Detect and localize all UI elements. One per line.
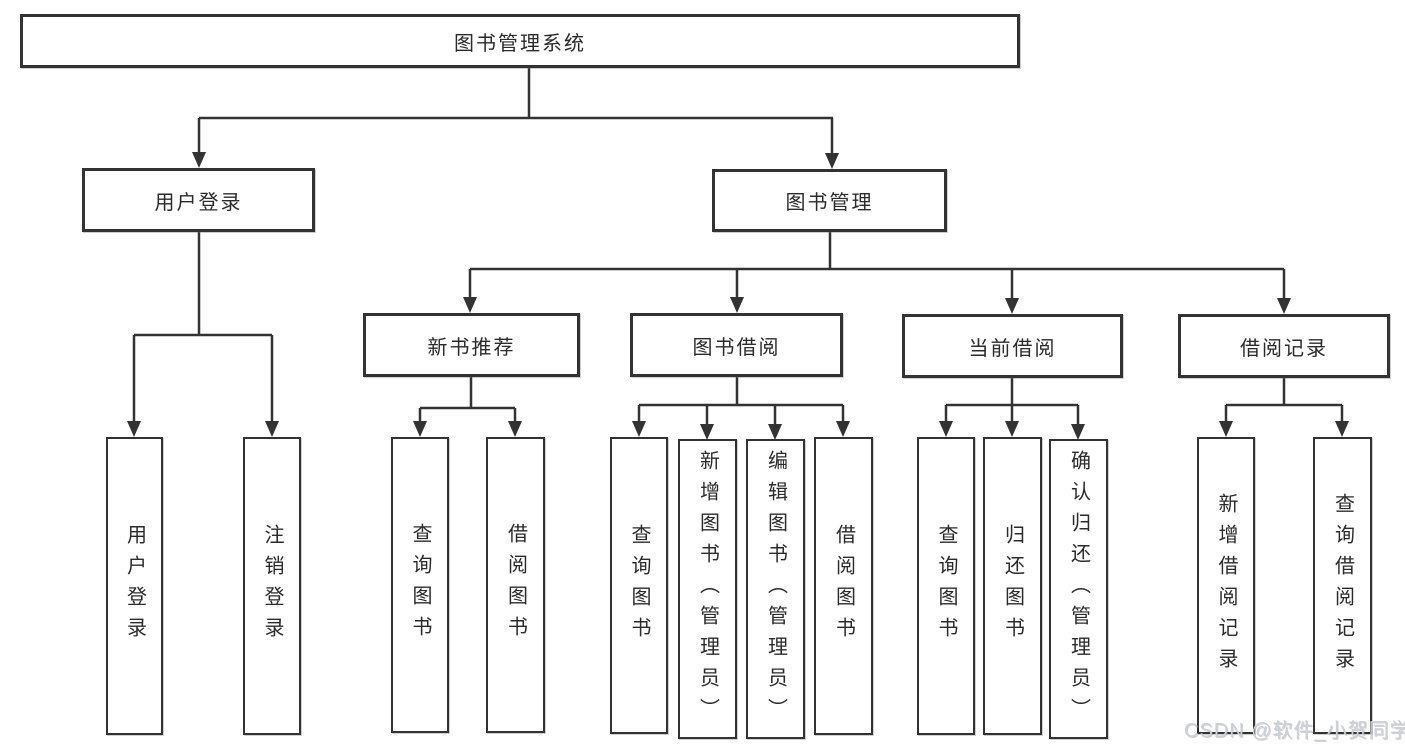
node-label: 查询图书: [409, 523, 431, 647]
connector-arrowheads: [127, 152, 1349, 440]
node-label: 用户登录: [154, 191, 243, 214]
node-label: 编辑图书（管理员）: [764, 449, 787, 729]
node-label: 图书管理: [785, 192, 874, 214]
leaf-edit-books-admin: 编辑图书（管理员）: [746, 439, 805, 739]
node-label: 查询图书: [628, 523, 650, 648]
node-library-management-system: 图书管理系统: [20, 14, 1020, 68]
csdn-watermark: CSDN @软件_小贺同学: [1184, 720, 1405, 742]
node-label: 当前借阅: [968, 337, 1057, 360]
node-book-management: 图书管理: [712, 169, 947, 232]
node-label: 新增借阅记录: [1215, 492, 1237, 679]
node-current-borrowing: 当前借阅: [902, 314, 1123, 378]
node-label: 新书推荐: [427, 336, 516, 359]
node-new-book-recommendation: 新书推荐: [363, 313, 580, 377]
node-label: 图书管理系统: [454, 32, 586, 55]
node-label: 查询借阅记录: [1331, 492, 1354, 679]
leaf-borrow-books-2: 借阅图书: [814, 437, 873, 735]
node-borrowing-records: 借阅记录: [1178, 314, 1390, 378]
leaf-user-login: 用户登录: [106, 437, 163, 735]
leaf-confirm-return-admin: 确认归还（管理员）: [1049, 439, 1108, 739]
node-label: 借阅图书: [504, 523, 527, 647]
connector-lines: [132, 68, 1344, 424]
leaf-add-borrow-record: 新增借阅记录: [1197, 437, 1255, 734]
leaf-query-books-1: 查询图书: [391, 437, 449, 733]
leaf-query-borrow-record: 查询借阅记录: [1313, 437, 1372, 734]
node-label: 用户登录: [123, 524, 146, 648]
node-label: 查询图书: [935, 524, 957, 648]
node-label: 图书借阅: [692, 336, 781, 359]
leaf-logout: 注销登录: [243, 437, 301, 735]
node-label: 注销登录: [261, 524, 283, 648]
node-label: 确认归还（管理员）: [1067, 449, 1090, 729]
leaf-query-books-2: 查询图书: [610, 437, 668, 734]
node-label: 借阅记录: [1240, 337, 1328, 360]
node-label: 归还图书: [1001, 524, 1024, 648]
node-label: 借阅图书: [832, 524, 855, 648]
node-label: 新增图书（管理员）: [696, 449, 719, 729]
leaf-add-books-admin: 新增图书（管理员）: [678, 439, 737, 739]
node-user-login-group: 用户登录: [82, 168, 315, 232]
leaf-return-books: 归还图书: [983, 437, 1042, 735]
leaf-borrow-books-1: 借阅图书: [486, 437, 545, 733]
node-book-borrowing: 图书借阅: [630, 313, 843, 377]
leaf-query-books-3: 查询图书: [917, 437, 975, 735]
